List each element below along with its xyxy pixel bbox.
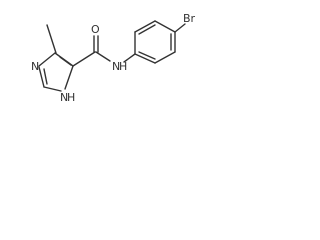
bond-ring-n3-c2 — [38, 66, 45, 88]
structure-drawing: O N H Br N N H — [31, 12, 196, 104]
atom-carbonyl-oxygen: O — [91, 23, 100, 36]
bond-benzene-1 — [134, 53, 156, 64]
bond-benzene-inner-3 — [138, 24, 156, 35]
atom-ring-nh-nitrogen: N — [60, 91, 68, 104]
bond-benzene-4 — [154, 20, 176, 33]
bond-ring-n3-c2-inner — [43, 68, 48, 85]
bond-benzene-2 — [154, 51, 176, 64]
atom-bromine: Br — [183, 12, 196, 25]
bond-ring-c4-c5-inner — [59, 56, 72, 66]
bond-benzene-5 — [134, 20, 156, 33]
bond-n-aryl — [123, 53, 136, 63]
bond-carbonyl-n — [95, 51, 111, 62]
molecule-diagram: O N H Br N N H — [0, 0, 225, 122]
atom-ring-nitrogen: N — [31, 60, 39, 73]
bond-c-br — [174, 23, 186, 33]
bond-methyl — [46, 24, 57, 54]
atom-ring-nh-hydrogen: H — [67, 91, 75, 104]
bond-ring-n1-c5 — [64, 65, 74, 90]
bond-ring-c4-n3 — [38, 52, 56, 67]
bond-c5-carbonyl — [72, 51, 96, 67]
bond-benzene-inner-1 — [138, 51, 156, 60]
atom-amide-hydrogen: H — [119, 60, 127, 73]
atom-amide-nitrogen: N — [112, 60, 120, 73]
bond-ring-c2-n1 — [43, 86, 62, 92]
